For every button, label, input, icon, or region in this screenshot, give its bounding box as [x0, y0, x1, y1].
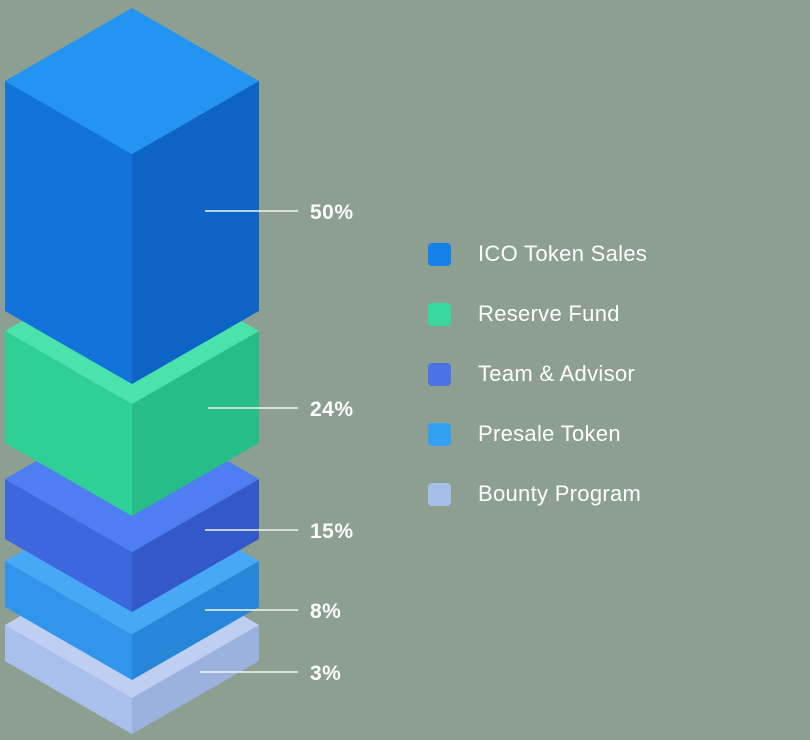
- value-callouts: 50% 24% 15% 8% 3%: [200, 201, 354, 685]
- value-label-team-advisor: 15%: [310, 520, 354, 543]
- legend-label-team-advisor: Team & Advisor: [478, 361, 636, 386]
- swatch-square-icon: [428, 302, 451, 326]
- reserve-fund-left-face: [5, 331, 132, 516]
- legend-swatch-team-advisor: [428, 362, 451, 386]
- legend: ICO Token Sales Reserve Fund Team & Advi…: [428, 241, 647, 507]
- bounty-program-left-face: [5, 625, 132, 734]
- legend-item-bounty-program: Bounty Program: [428, 481, 647, 507]
- legend-swatch-bounty-program: [428, 482, 451, 506]
- value-label-presale-token: 8%: [310, 600, 341, 623]
- legend-item-presale-token: Presale Token: [428, 421, 647, 447]
- swatch-square-icon: [428, 482, 451, 506]
- swatch-square-icon: [428, 242, 451, 266]
- isometric-stacked-chart: 50% 24% 15% 8% 3%: [5, 8, 354, 734]
- legend-label-reserve-fund: Reserve Fund: [478, 301, 620, 326]
- value-label-reserve-fund: 24%: [310, 398, 354, 421]
- value-label-ico-token-sales: 50%: [310, 201, 354, 224]
- bounty-program-right-face: [132, 625, 259, 734]
- reserve-fund-right-face: [132, 331, 259, 516]
- ico-token-sales-left-face: [5, 81, 132, 384]
- legend-item-reserve-fund: Reserve Fund: [428, 301, 647, 327]
- swatch-square-icon: [428, 422, 451, 446]
- value-label-bounty-program: 3%: [310, 662, 341, 685]
- legend-label-ico-token-sales: ICO Token Sales: [478, 241, 648, 266]
- legend-item-ico-token-sales: ICO Token Sales: [428, 241, 647, 267]
- legend-swatch-reserve-fund: [428, 302, 451, 326]
- legend-swatch-presale-token: [428, 422, 451, 446]
- swatch-square-icon: [428, 362, 451, 386]
- ico-token-sales-right-face: [132, 81, 259, 384]
- presale-token-right-face: [132, 561, 259, 680]
- legend-label-bounty-program: Bounty Program: [478, 481, 642, 506]
- team-advisor-right-face: [132, 479, 259, 612]
- block-ico-token-sales: [5, 8, 259, 384]
- legend-label-presale-token: Presale Token: [478, 421, 621, 446]
- presale-token-left-face: [5, 561, 132, 680]
- team-advisor-left-face: [5, 479, 132, 612]
- ico-token-sales-top-face: [5, 8, 259, 154]
- legend-item-team-advisor: Team & Advisor: [428, 361, 647, 387]
- legend-swatch-ico-token-sales: [428, 242, 451, 266]
